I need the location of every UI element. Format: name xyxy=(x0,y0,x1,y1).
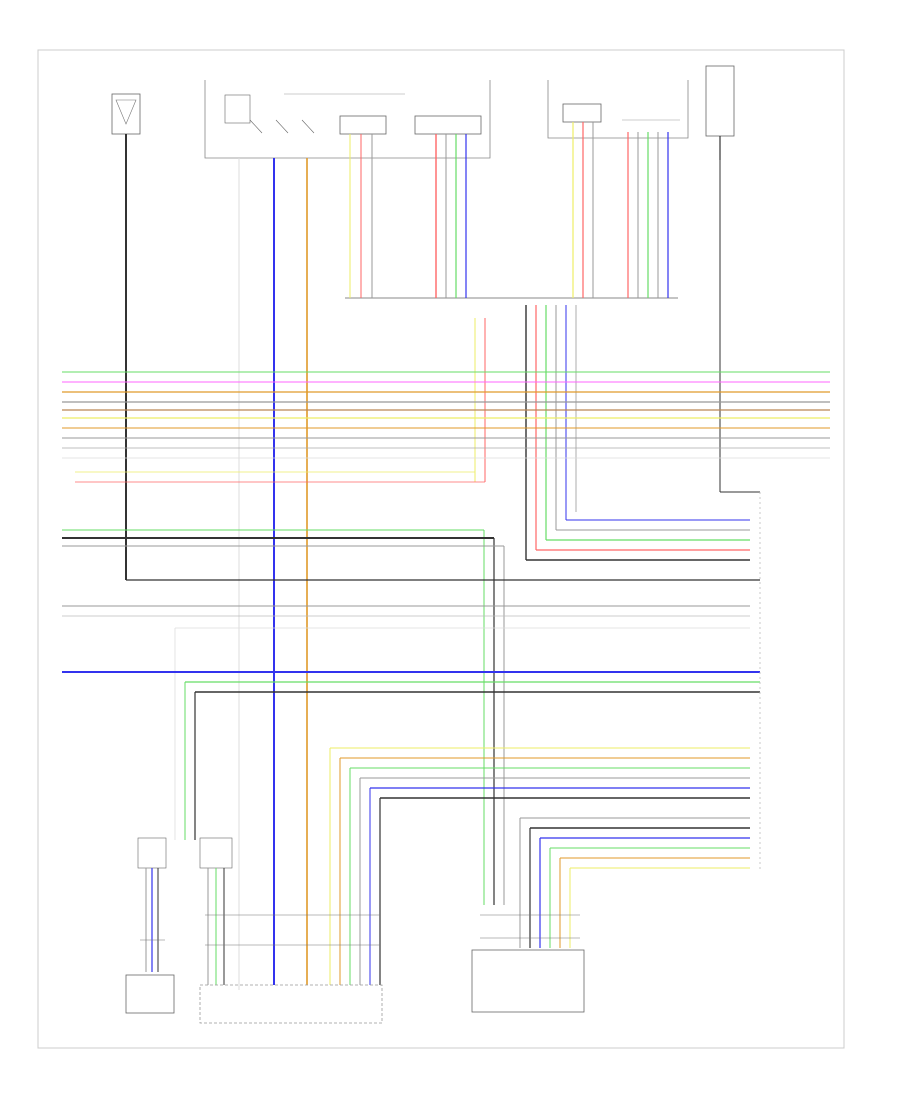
component-top-right-module xyxy=(547,80,689,139)
top-vertical-wires xyxy=(125,122,760,990)
middle-wires xyxy=(62,529,760,905)
splice-out-wires xyxy=(75,305,750,561)
component-bottom-left-sensor xyxy=(125,837,175,1014)
component-switch-block xyxy=(204,80,491,159)
pin-marks xyxy=(140,914,580,946)
bottom-right-module xyxy=(471,949,585,1013)
component-bottom-mid-sensor xyxy=(199,837,233,985)
lower-wire-group xyxy=(329,747,750,985)
component-top-left xyxy=(111,93,141,150)
component-top-right-sensor xyxy=(705,65,735,160)
diagram-frame xyxy=(37,49,845,1049)
bottom-connector-block xyxy=(199,984,383,1024)
horizontal-bus xyxy=(62,371,830,459)
